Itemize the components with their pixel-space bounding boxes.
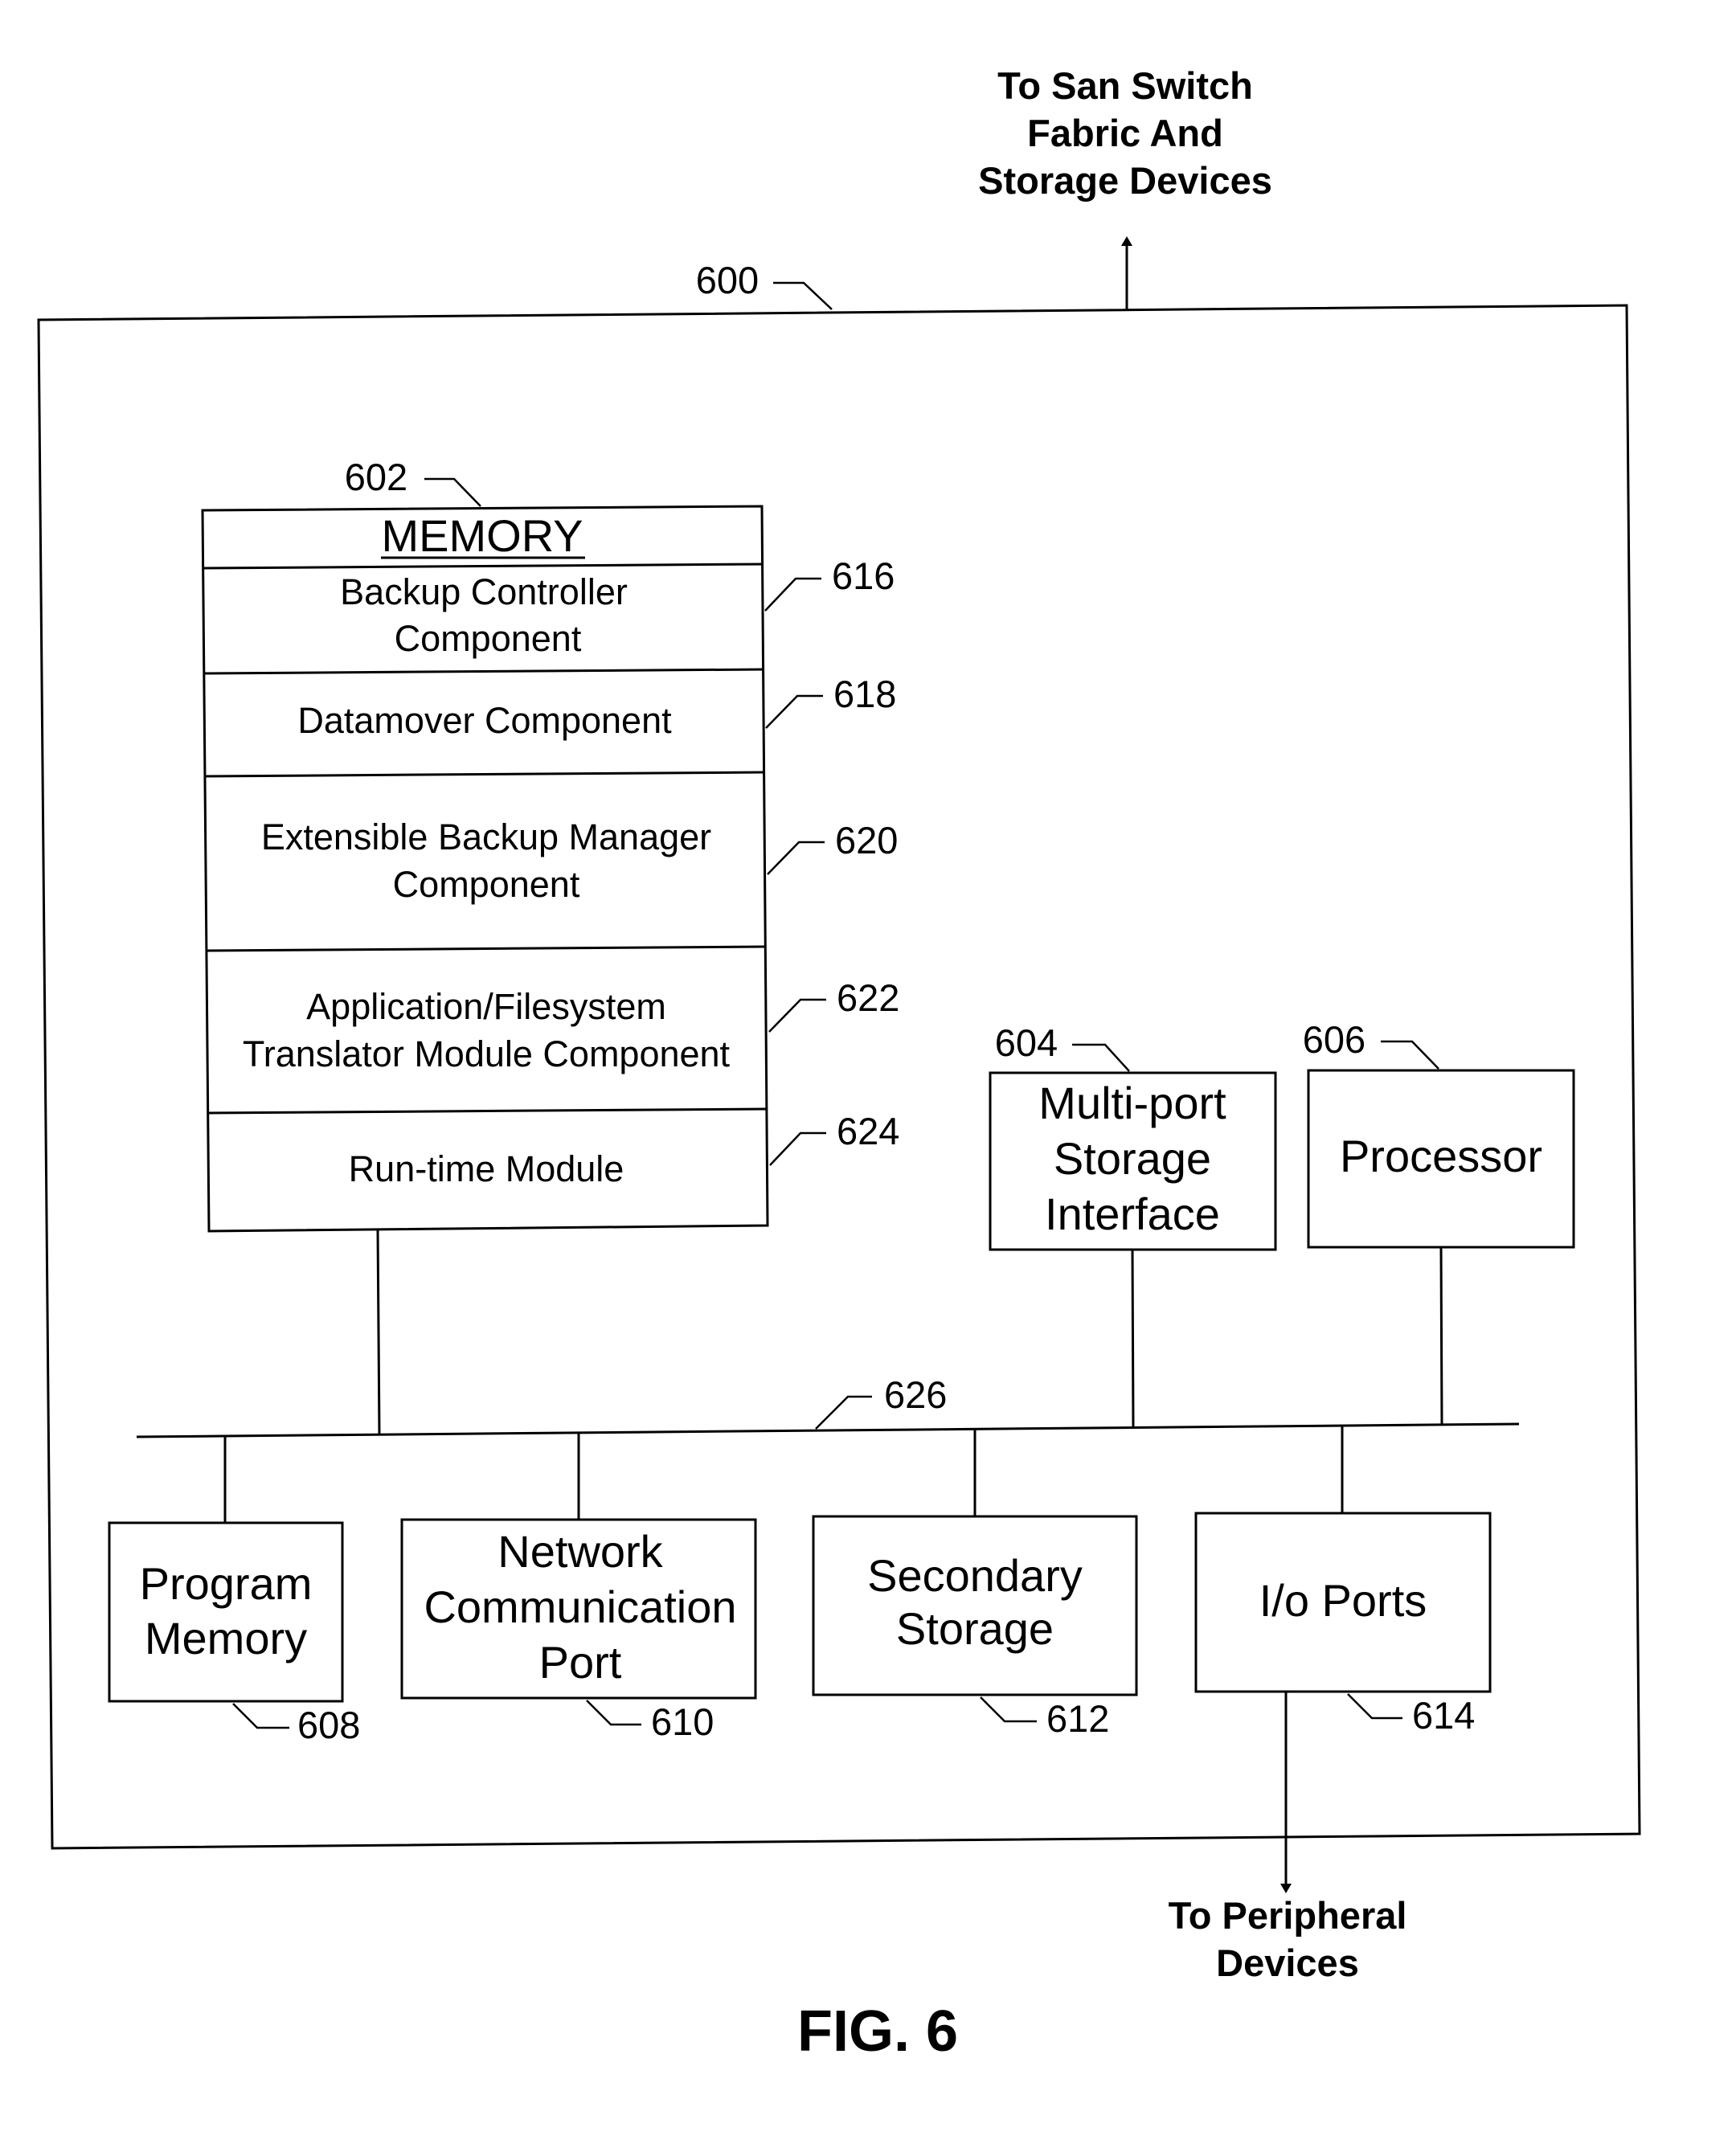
ref-610: 610 <box>651 1700 714 1743</box>
multiport-line-2: Storage <box>1054 1133 1211 1184</box>
external-bottom-line-1: To Peripheral <box>1169 1894 1407 1937</box>
external-top-line-2: Fabric And <box>1027 112 1223 154</box>
ref-608: 608 <box>297 1704 360 1746</box>
component-extensible-backup-line-1: Extensible Backup Manager <box>261 816 711 857</box>
memory-bus-link <box>378 1230 379 1435</box>
figure-label: FIG. 6 <box>797 1999 958 2064</box>
external-top-line-1: To San Switch <box>997 64 1253 107</box>
component-runtime: Run-time Module <box>349 1148 624 1189</box>
ref-614: 614 <box>1412 1694 1475 1737</box>
program-memory-line-1: Program <box>140 1558 313 1609</box>
processor-bus-link <box>1441 1247 1442 1424</box>
multiport-line-3: Interface <box>1045 1189 1220 1239</box>
memory-block: MEMORY Backup Controller Component Datam… <box>203 506 768 1231</box>
secondary-storage-block: Secondary Storage <box>813 1516 1136 1695</box>
processor-block: Processor <box>1308 1070 1574 1247</box>
component-translator-line-1: Application/Filesystem <box>306 986 666 1027</box>
ref-602: 602 <box>345 456 407 498</box>
external-label-top: To San Switch Fabric And Storage Devices <box>978 64 1272 202</box>
ref-612: 612 <box>1046 1697 1109 1740</box>
secondary-storage-line-2: Storage <box>896 1603 1054 1654</box>
io-ports-label: I/o Ports <box>1259 1575 1427 1626</box>
multiport-storage-interface-block: Multi-port Storage Interface <box>990 1073 1275 1250</box>
network-port-line-1: Network <box>497 1526 663 1577</box>
memory-title: MEMORY <box>382 510 583 561</box>
ref-626: 626 <box>884 1373 947 1416</box>
ref-618: 618 <box>833 673 896 715</box>
component-backup-controller-line-2: Component <box>395 618 582 659</box>
secondary-storage-line-1: Secondary <box>867 1550 1083 1601</box>
ref-622: 622 <box>837 976 899 1019</box>
ref-600: 600 <box>696 259 759 301</box>
multiport-bus-link <box>1132 1250 1133 1426</box>
leader-600 <box>773 283 832 309</box>
component-datamover: Datamover Component <box>297 700 672 741</box>
program-memory-block: Program Memory <box>109 1523 342 1701</box>
external-bottom-line-2: Devices <box>1216 1942 1359 1984</box>
network-port-line-2: Communication <box>424 1581 736 1632</box>
component-backup-controller-line-1: Backup Controller <box>340 571 628 612</box>
io-ports-block: I/o Ports <box>1196 1513 1490 1692</box>
ref-624: 624 <box>837 1110 899 1152</box>
ref-604: 604 <box>995 1021 1058 1064</box>
processor-label: Processor <box>1340 1131 1542 1181</box>
ref-620: 620 <box>835 819 898 861</box>
ref-606: 606 <box>1303 1018 1365 1061</box>
external-label-bottom: To Peripheral Devices <box>1169 1894 1407 1984</box>
external-top-line-3: Storage Devices <box>978 159 1272 202</box>
multiport-line-1: Multi-port <box>1038 1078 1226 1128</box>
network-port-line-3: Port <box>539 1637 622 1688</box>
program-memory-line-2: Memory <box>145 1613 307 1663</box>
component-extensible-backup-line-2: Component <box>393 864 580 905</box>
component-translator-line-2: Translator Module Component <box>243 1033 731 1074</box>
ref-616: 616 <box>832 554 895 597</box>
network-communication-port-block: Network Communication Port <box>402 1520 755 1698</box>
